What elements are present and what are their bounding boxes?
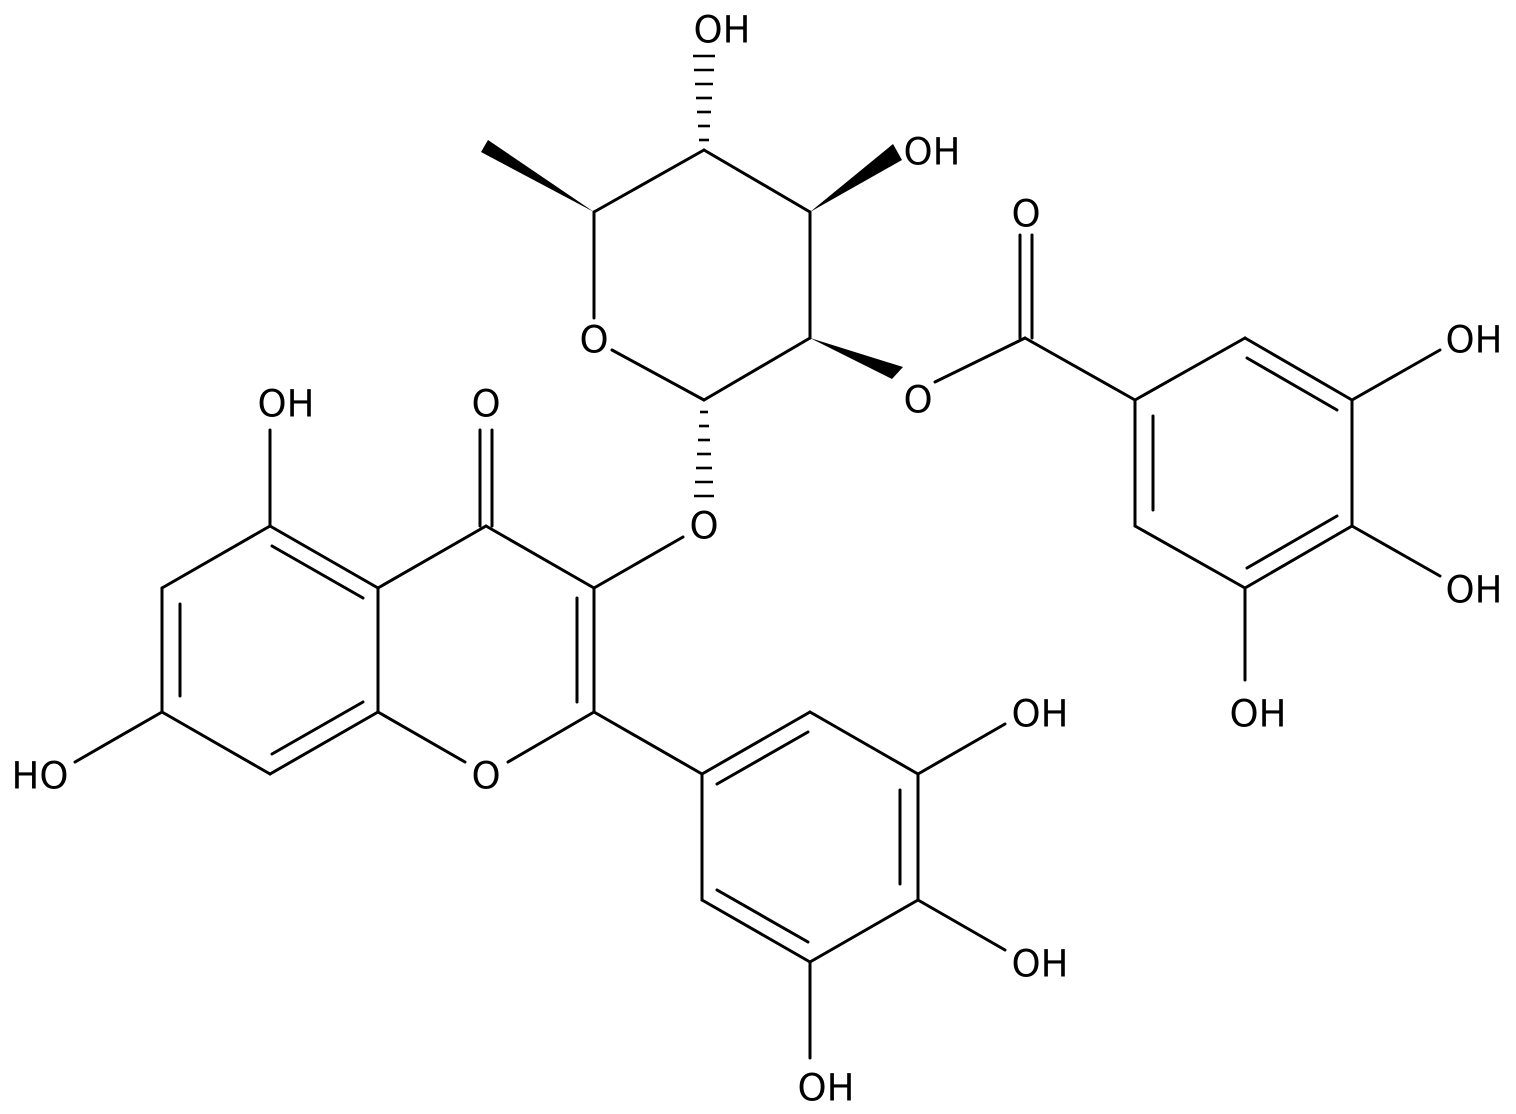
b-ring [592,710,1007,1060]
bond-sugar-c4-c3 [702,148,812,214]
bond-gal-2-3 [1243,336,1354,402]
bond-ester-c-aryl [1023,336,1137,402]
bond-b-1-2 [700,710,812,776]
bond-c-o1-c8a [376,710,467,764]
wedge-c3-oh [810,144,902,212]
label-oh-top: OH [694,9,751,52]
label-chromone-ring-o: O [471,755,500,798]
bond-gal-5-6 [1133,524,1247,590]
label-ester-carbonyl-o: O [1011,193,1040,236]
hash-c1-glycosidic [694,410,714,498]
label-chromone-oh5: OH [258,383,315,426]
bond-b-5-6-inner [715,888,810,944]
bond-a-c6-c5 [160,524,272,590]
label-chromone-oh7: HO [12,755,69,798]
sugar-ring [592,148,812,402]
bond-ester-o-c [933,336,1027,384]
label-galloyl-oh5: OH [1230,693,1287,736]
bond-c-c3-glyco-o [592,535,685,590]
bond-a-c8-c7 [160,710,272,776]
bond-b-2-3 [808,710,920,776]
label-glycosidic-oxygen: O [689,505,718,548]
bond-c2-b1 [592,710,704,776]
label-ring-oxygen: O [579,319,608,362]
label-galloyl-oh4: OH [1446,569,1503,612]
bond-b-4-5 [808,898,920,964]
bond-a-c5-c4a [268,524,380,590]
bond-b-4-oh [916,898,1007,952]
bond-gal-4-oh [1350,524,1442,578]
label-galloyl-oh3: OH [1446,319,1503,362]
label-bring-oh5: OH [798,1067,855,1110]
bond-a-c8a-c8-inner [270,700,365,756]
bond-sugar-c1-o [610,348,706,402]
bond-c-c2-o1 [506,710,596,764]
bond-a-c5-c4a-inner [270,544,365,600]
bond-gal-3-oh [1350,348,1442,402]
label-bring-oh4: OH [1012,943,1069,986]
bond-a-c7-oh [73,710,164,764]
bond-gal-4-5-inner [1245,514,1339,570]
bond-sugar-c2-c1 [702,336,812,402]
chromone-c-ring [376,428,685,764]
bond-gal-4-5 [1243,524,1354,590]
label-oh-sugar-c3: OH [904,131,961,174]
bond-gal-1-2 [1133,336,1247,402]
label-chromone-carbonyl-o: O [471,383,500,426]
ester-group [933,233,1137,402]
wedge-methyl [481,140,594,212]
label-ester-oxygen: O [903,379,932,422]
wedge-c2-ester-o [810,338,903,379]
label-bring-oh3: OH [1012,693,1069,736]
bond-a-c8a-c8 [268,710,380,776]
galloyl-ring [1133,336,1442,682]
bond-sugar-c5-c4 [592,148,706,214]
bond-b-5-6 [700,898,812,964]
chromone-a-ring [73,428,380,776]
bond-gal-2-3-inner [1245,356,1339,412]
hash-top-oh [693,54,715,142]
bond-c-c4a-c4 [376,524,488,590]
bond-b-1-2-inner [715,730,810,786]
bond-c-c4-c3 [484,524,596,590]
bond-b-3-oh [916,722,1007,776]
